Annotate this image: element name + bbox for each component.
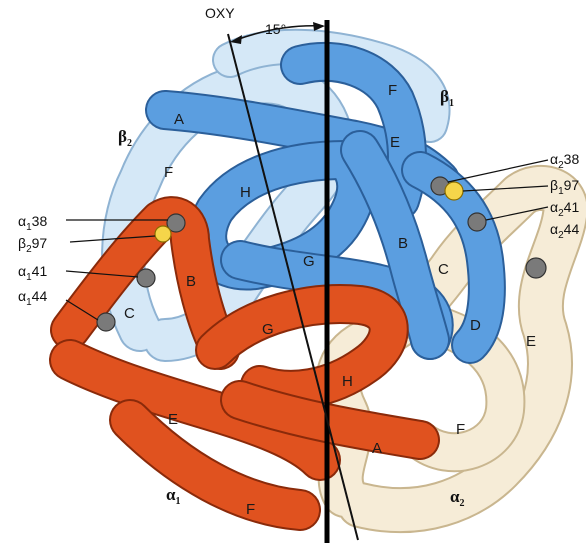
alpha1-E-label: E: [168, 411, 178, 428]
beta1-F-label: F: [388, 82, 397, 99]
alpha1-H-label: H: [342, 373, 353, 390]
alpha1-B-label: B: [186, 273, 196, 290]
oxy-label: OXY: [205, 5, 235, 21]
residue-label-alpha1-38: α138: [18, 213, 47, 233]
alpha1-F-label: F: [246, 501, 255, 518]
angle-label: 15°: [265, 21, 286, 37]
alpha2-44-dot: [526, 258, 546, 278]
alpha1-G-label: G: [262, 321, 274, 338]
beta2-F-label: F: [164, 164, 173, 181]
residue-label-alpha1-44: α144: [18, 288, 47, 308]
alpha1-C-label: C: [124, 305, 135, 322]
alpha2-F-label: F: [456, 421, 465, 438]
alpha1-41-dot: [137, 269, 155, 287]
beta1-B-label: B: [398, 235, 408, 252]
residue-label-alpha1-41: α141: [18, 263, 47, 283]
alpha1-44-dot: [97, 313, 115, 331]
residue-label-beta2-97: β297: [18, 235, 47, 255]
beta2-A-label: A: [174, 111, 184, 128]
residue-labels-left: α138 β297 α141 α144: [18, 213, 47, 308]
beta1-E-label: E: [390, 134, 400, 151]
beta1-D-label: D: [470, 317, 481, 334]
beta2-chain-label: β2: [118, 127, 132, 149]
alpha1-GH-fill: [215, 304, 389, 390]
angle-arrow-right: [313, 22, 325, 31]
beta1-H-label: H: [240, 184, 251, 201]
beta1-chain-label: β1: [440, 87, 454, 109]
beta1-C-label: C: [438, 261, 449, 278]
beta1-97-dot: [445, 182, 463, 200]
beta1-G-label: G: [303, 253, 315, 270]
alpha2-41-dot: [468, 213, 486, 231]
alpha2-E-label: E: [526, 333, 536, 350]
alpha1-chain-label: α1: [166, 485, 181, 507]
beta2-97-dot: [155, 226, 171, 242]
alpha1-A-label: A: [372, 440, 382, 457]
